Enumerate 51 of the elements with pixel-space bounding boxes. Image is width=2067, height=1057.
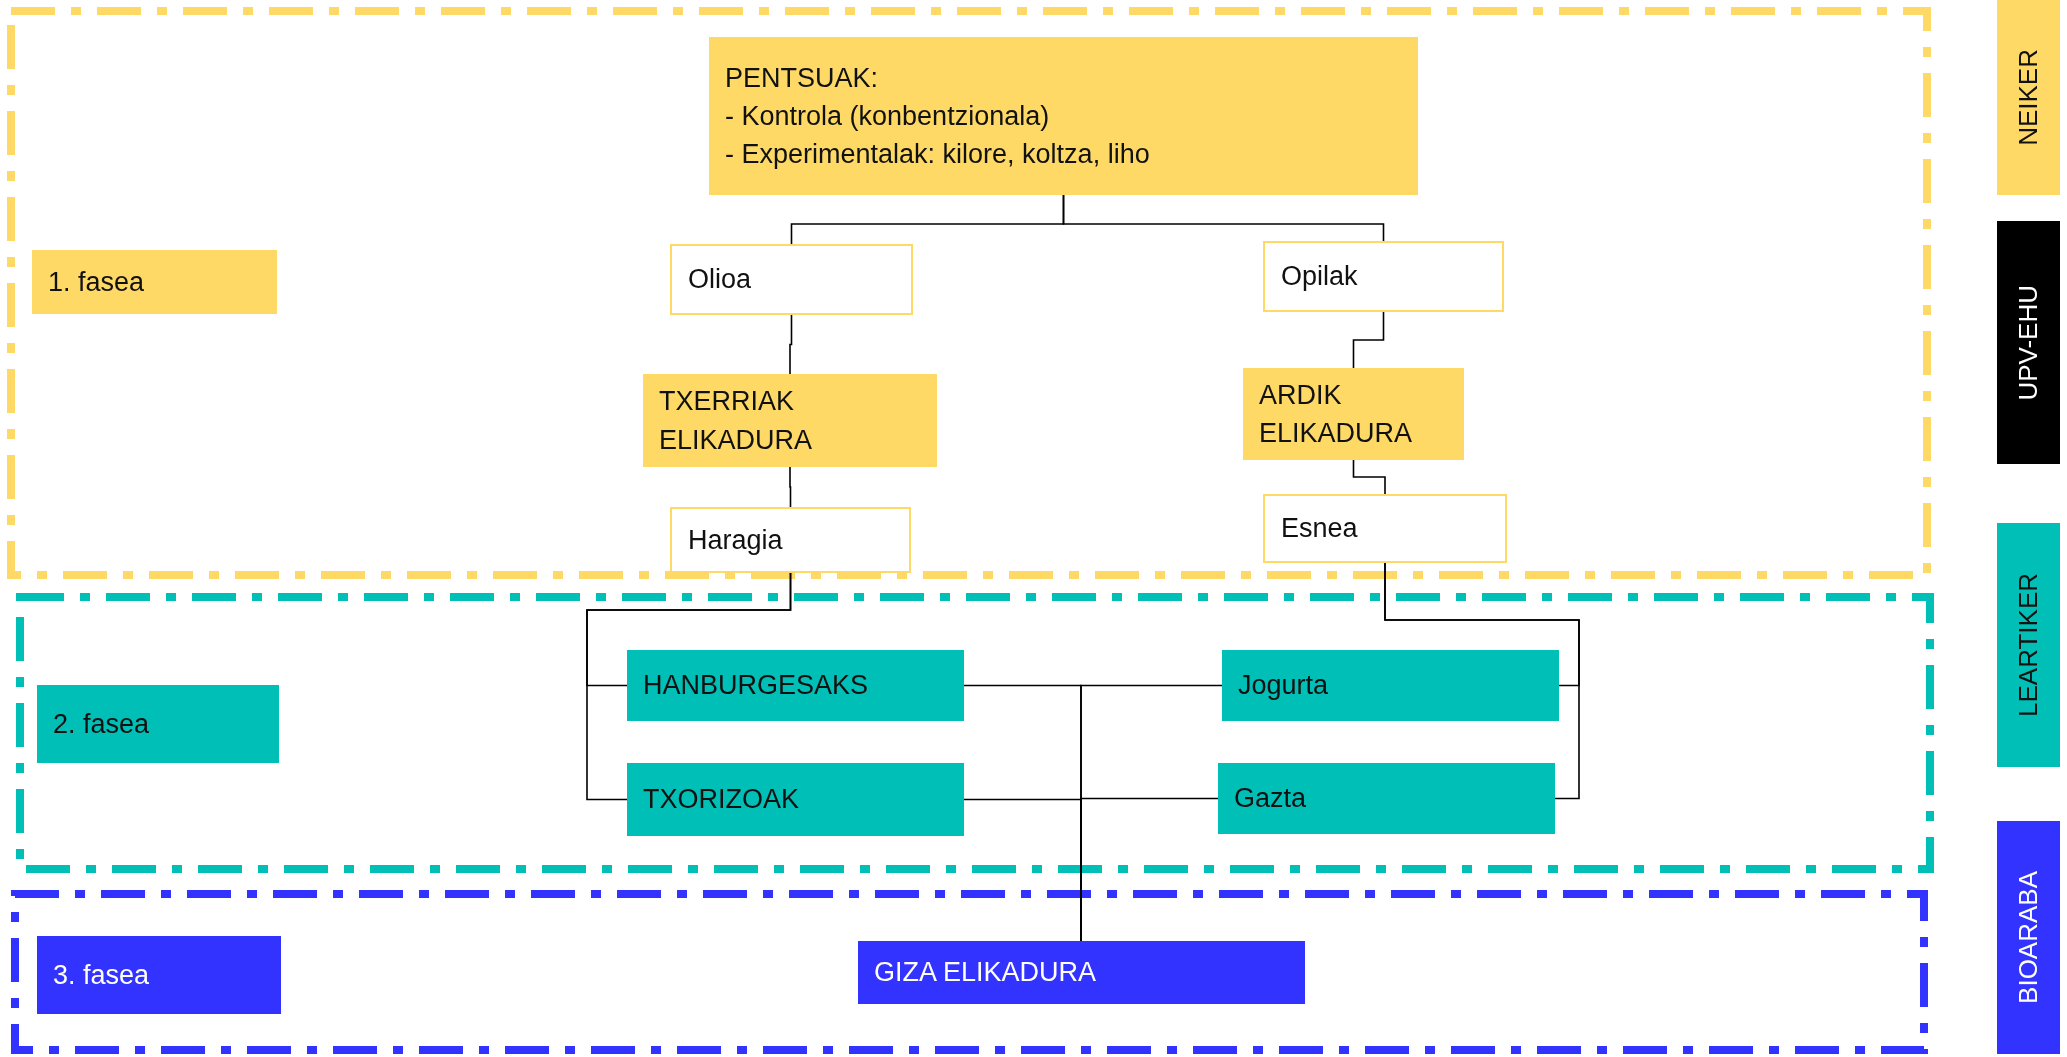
phase-band xyxy=(7,7,1931,579)
connector-line xyxy=(1352,459,1386,495)
partner-name: BIOARABA xyxy=(2012,871,2045,1004)
box-text: HANBURGESAKS xyxy=(643,669,870,703)
box-text: - Kontrola (konbentzionala) xyxy=(725,99,1051,133)
box-text: TXERRIAK ELIKADURA xyxy=(659,385,814,457)
connector-line xyxy=(789,314,793,375)
connector-line xyxy=(1080,797,1219,942)
box-text: Jogurta xyxy=(1238,669,1330,703)
connector-line xyxy=(586,572,792,801)
box-text: Olioa xyxy=(688,263,753,297)
process-box xyxy=(858,941,1305,1004)
box-text: Esnea xyxy=(1281,512,1359,546)
box-text: Opilak xyxy=(1281,260,1359,294)
connector-line xyxy=(1352,311,1385,369)
box-text: GIZA ELIKADURA xyxy=(874,956,1098,990)
process-box xyxy=(37,685,279,763)
partner-label-box xyxy=(1997,821,2060,1054)
process-box xyxy=(37,936,281,1014)
connector-line xyxy=(1384,562,1580,800)
box-text: 1. fasea xyxy=(48,265,146,299)
box-text: TXORIZOAK xyxy=(643,783,800,817)
phase-band xyxy=(16,593,1934,873)
process-box xyxy=(32,250,277,314)
process-box xyxy=(709,37,1418,195)
connector-line xyxy=(1062,194,1385,242)
process-box xyxy=(627,763,964,836)
process-box xyxy=(643,374,937,467)
partner-name: LEARTIKER xyxy=(2012,573,2045,717)
process-box xyxy=(1218,763,1555,834)
partner-label-box xyxy=(1997,221,2060,464)
output-box xyxy=(670,507,911,573)
process-box xyxy=(1222,650,1559,721)
box-text: 2. fasea xyxy=(53,707,151,741)
output-box xyxy=(670,244,913,315)
partner-name: UPV-EHU xyxy=(2012,284,2045,401)
output-box xyxy=(1263,241,1504,312)
box-text: Gazta xyxy=(1234,782,1308,816)
connector-line xyxy=(789,466,792,508)
output-box xyxy=(1263,494,1507,563)
process-box xyxy=(627,650,964,721)
phase-band xyxy=(11,890,1928,1054)
box-text: 3. fasea xyxy=(53,958,151,992)
partner-label-box xyxy=(1997,0,2060,195)
box-text: - Experimentalak: kilore, koltza, liho xyxy=(725,138,1151,172)
partner-name: NEIKER xyxy=(2012,49,2045,146)
box-text: Haragia xyxy=(688,523,784,557)
partner-label-box xyxy=(1997,523,2060,767)
box-text: PENTSUAK: xyxy=(725,61,880,95)
process-box xyxy=(1243,368,1464,460)
box-text: ARDIK ELIKADURA xyxy=(1259,378,1414,450)
